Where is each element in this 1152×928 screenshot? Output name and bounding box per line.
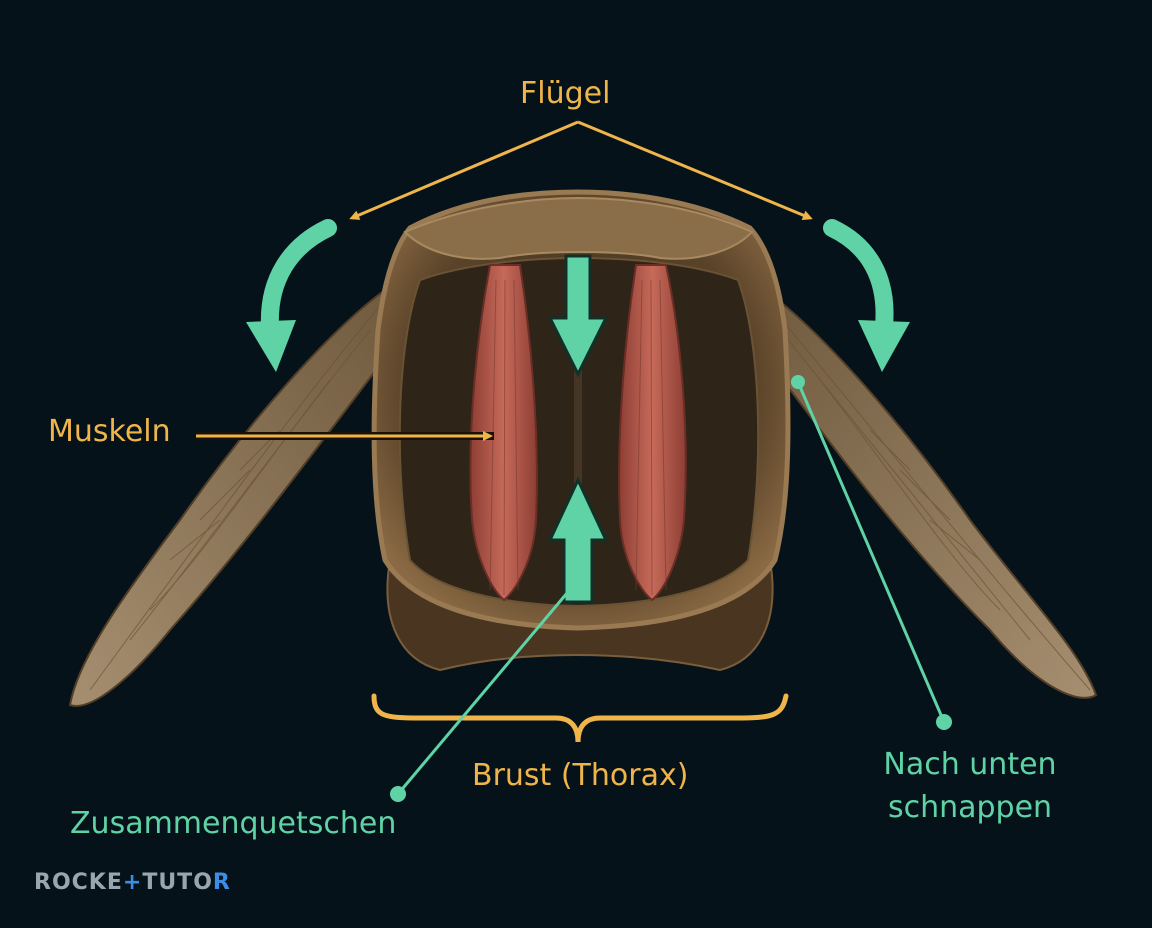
snap-label-line2: schnappen bbox=[887, 789, 1053, 825]
wing-arrow-right bbox=[577, 120, 813, 220]
logo-part3: R bbox=[212, 870, 231, 895]
right-curved-arrow-icon bbox=[823, 219, 894, 335]
left-wing bbox=[68, 288, 397, 707]
logo-part2: TUTO bbox=[142, 870, 213, 895]
squeeze-pointer-dot-end bbox=[570, 570, 586, 586]
notum-plate bbox=[403, 196, 754, 260]
logo-part1: ROCKE bbox=[34, 870, 123, 895]
right-muscle-fibers bbox=[635, 279, 667, 596]
brace-icon bbox=[371, 693, 789, 743]
wing-arrow-left bbox=[349, 120, 579, 220]
right-muscle bbox=[618, 264, 687, 602]
thorax-label: Brust (Thorax) bbox=[472, 758, 689, 793]
up-arrow-icon bbox=[547, 476, 609, 604]
left-curved-arrow-head bbox=[246, 320, 296, 372]
snap-label-line1: Nach unten bbox=[883, 747, 1057, 782]
snap-pointer-dot-start bbox=[791, 375, 805, 389]
logo-mark: + bbox=[122, 870, 143, 895]
down-arrow-icon bbox=[547, 254, 609, 378]
squeeze-label: Zusammenquetschen bbox=[70, 806, 397, 841]
rocket-tutor-logo: ROCKE+TUTOR bbox=[34, 870, 231, 895]
snap-pointer-dot-end bbox=[936, 714, 952, 730]
squeeze-pointer-line bbox=[396, 579, 580, 795]
left-muscle bbox=[469, 264, 538, 602]
right-wing-veins bbox=[764, 299, 1091, 691]
squeeze-pointer-dot-start bbox=[390, 786, 406, 802]
left-curved-arrow-icon bbox=[260, 219, 337, 335]
left-wing-veins bbox=[89, 299, 386, 691]
muscles-label: Muskeln bbox=[48, 414, 171, 449]
right-curved-arrow-head bbox=[858, 320, 910, 372]
snap-label: Nach unten schnappen bbox=[878, 744, 1062, 829]
snap-pointer-line bbox=[796, 381, 946, 723]
wings-label: Flügel bbox=[520, 76, 611, 111]
